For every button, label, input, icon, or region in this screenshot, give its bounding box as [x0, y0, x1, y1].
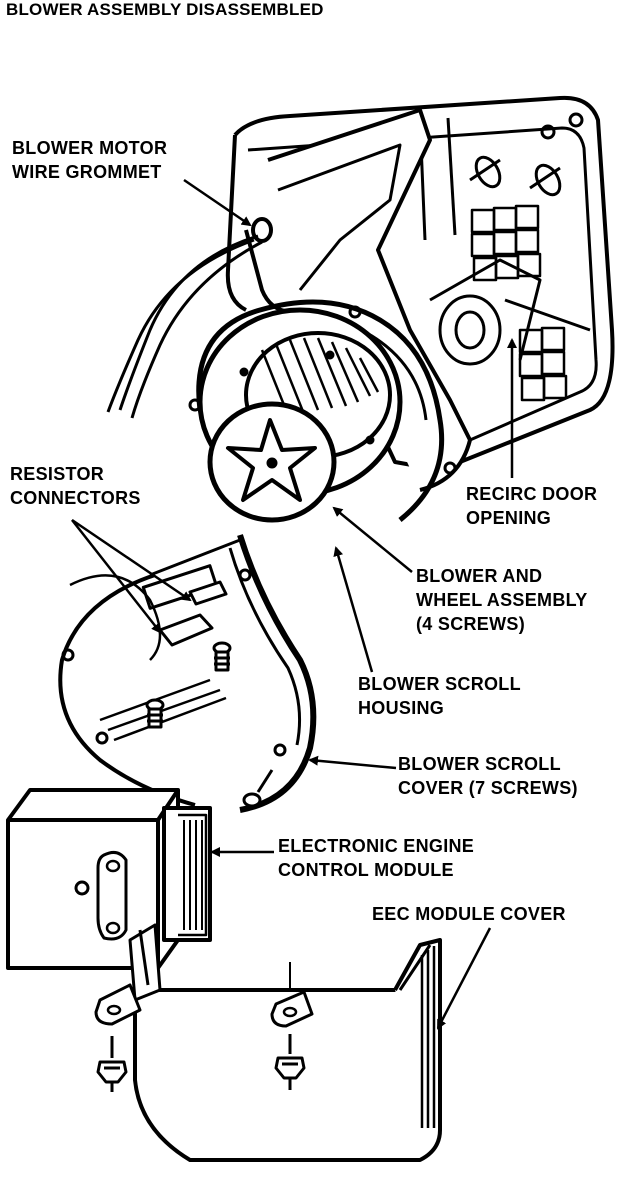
label-line: OPENING [466, 508, 552, 528]
label-line: RESISTOR [10, 464, 105, 484]
label-resistor-connectors: RESISTOR CONNECTORS [10, 462, 141, 510]
label-line: ELECTRONIC ENGINE [278, 836, 475, 856]
blower-scroll-cover [58, 534, 317, 813]
label-line: RECIRC DOOR [466, 484, 598, 504]
label-eec-module-cover: EEC MODULE COVER [372, 902, 566, 926]
diagram-title: BLOWER ASSEMBLY DISASSEMBLED [6, 0, 324, 19]
leader-lines [71, 178, 517, 1030]
eec-module [6, 788, 212, 970]
label-line: WIRE GROMMET [12, 162, 162, 182]
label-blower-scroll-housing: BLOWER SCROLL HOUSING [358, 672, 521, 720]
label-line: CONTROL MODULE [278, 860, 454, 880]
label-blower-motor-wire-grommet: BLOWER MOTOR WIRE GROMMET [12, 136, 167, 184]
label-line: CONNECTORS [10, 488, 141, 508]
label-line: BLOWER SCROLL [398, 754, 561, 774]
eec-module-cover [94, 923, 442, 1162]
label-recirc-door-opening: RECIRC DOOR OPENING [466, 482, 597, 530]
label-line: BLOWER SCROLL [358, 674, 521, 694]
label-line: COVER (7 SCREWS) [398, 778, 578, 798]
wire-grommet [106, 217, 273, 419]
label-blower-and-wheel-assembly: BLOWER AND WHEEL ASSEMBLY (4 SCREWS) [416, 564, 588, 636]
label-line: HOUSING [358, 698, 445, 718]
label-line: BLOWER AND [416, 566, 543, 586]
label-line: (4 SCREWS) [416, 614, 526, 634]
blower-motor-wheel [197, 307, 403, 523]
label-line: WHEEL ASSEMBLY [416, 590, 588, 610]
label-line: BLOWER MOTOR [12, 138, 168, 158]
label-line: EEC MODULE COVER [372, 904, 566, 924]
label-electronic-engine-control-module: ELECTRONIC ENGINE CONTROL MODULE [278, 834, 474, 882]
label-blower-scroll-cover: BLOWER SCROLL COVER (7 SCREWS) [398, 752, 578, 800]
